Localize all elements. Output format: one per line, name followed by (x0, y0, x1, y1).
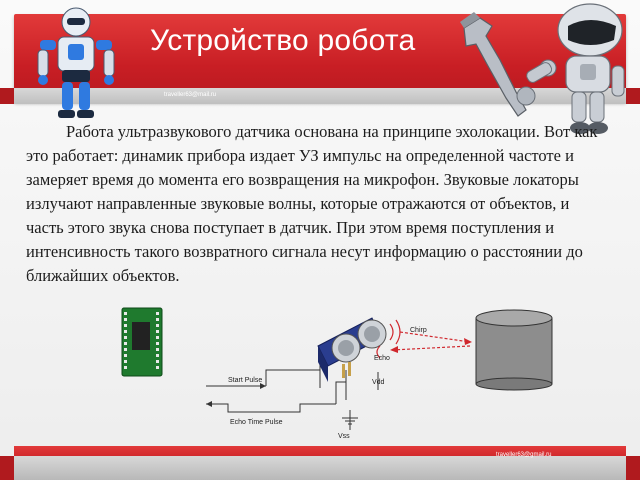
echo-label: Echo (374, 355, 390, 362)
slide-title: Устройство робота (150, 24, 416, 57)
footer-email: traveller63@gmail.ru (496, 452, 552, 458)
ground-icon (342, 417, 358, 425)
ultrasonic-sensor-diagram: Chirp Echo Vdd Vss Start Pulse Echo Time… (121, 307, 553, 440)
ultrasonic-sensor-icon (317, 317, 387, 382)
footer-stripe (0, 456, 640, 480)
header-email: traveller63@mail.ru (164, 92, 217, 98)
sound-wave-icon (376, 319, 471, 359)
start-pulse-label: Start Pulse (228, 377, 262, 384)
robot-with-wrench-image (460, 3, 625, 134)
humanoid-robot-image (37, 7, 115, 118)
title-banner-stripe (0, 88, 640, 104)
chirp-label: Chirp (410, 327, 427, 334)
target-object-icon (475, 309, 553, 391)
body-paragraph: Работа ультразвукового датчика основана … (26, 122, 598, 285)
echo-time-pulse-label: Echo Time Pulse (230, 419, 283, 426)
vss-label: Vss (338, 433, 350, 440)
vdd-label: Vdd (372, 379, 385, 386)
microcontroller-board-icon (121, 307, 163, 377)
